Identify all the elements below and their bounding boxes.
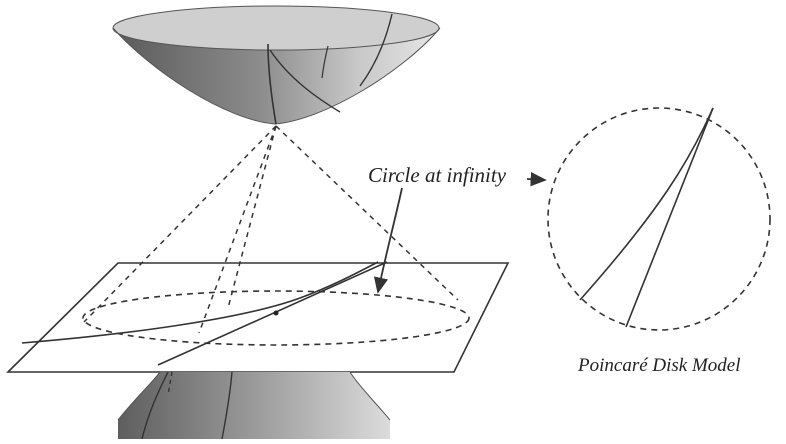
projection-plane <box>6 262 510 373</box>
circle-at-infinity-ellipse <box>82 290 470 346</box>
plane-geodesic-line <box>157 261 388 366</box>
poincare-disk <box>547 107 771 331</box>
upper-hyperboloid-sheet <box>112 5 441 125</box>
projection-lines <box>83 125 459 334</box>
intersection-point <box>273 310 279 316</box>
circle-at-infinity-label: Circle at infinity <box>368 163 507 187</box>
label-pointer-arrow-icon <box>526 172 547 187</box>
poincare-disk-model-label: Poincaré Disk Model <box>578 355 741 376</box>
plane-geodesic-curve <box>21 261 379 344</box>
arrow-right-icon <box>373 187 403 294</box>
lower-hyperboloid-sheet <box>117 371 391 440</box>
